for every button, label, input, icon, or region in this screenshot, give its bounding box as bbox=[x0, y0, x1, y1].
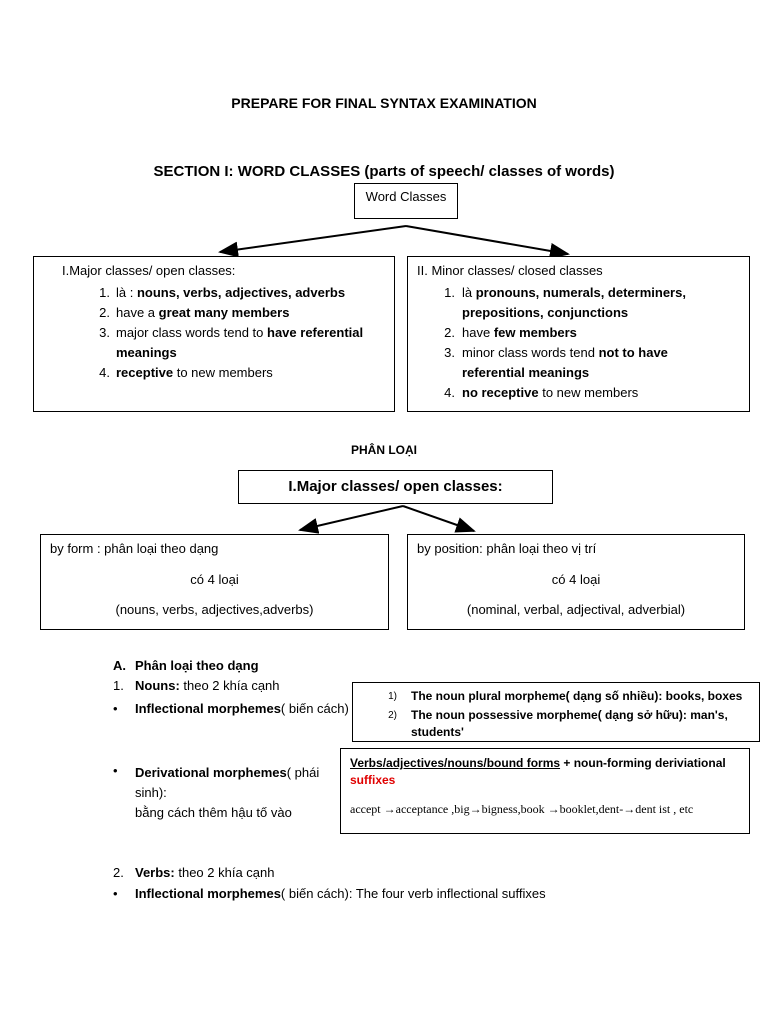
minor-classes-title: II. Minor classes/ closed classes bbox=[417, 263, 603, 278]
list-item: 1.là pronouns, numerals, determiners, bbox=[444, 285, 686, 300]
list-item: 1)The noun plural morpheme( dạng số nhiề… bbox=[388, 689, 743, 703]
major-classes-list: 1.là : nouns, verbs, adjectives, adverbs… bbox=[62, 283, 394, 383]
by-form-count: có 4 loại bbox=[190, 572, 239, 587]
list-item: prepositions, conjunctions bbox=[462, 305, 629, 320]
noun-inflection-box: 1)The noun plural morpheme( dạng số nhiề… bbox=[352, 682, 760, 742]
minor-classes-list: 1.là pronouns, numerals, determiners, pr… bbox=[417, 283, 749, 403]
nouns-line: Nouns: theo 2 khía cạnh bbox=[135, 678, 280, 693]
deriv-suffixes: suffixes bbox=[350, 773, 396, 787]
major-open-classes-box: I.Major classes/ open classes: bbox=[238, 470, 553, 504]
by-form-title: by form : phân loại theo dạng bbox=[50, 541, 219, 556]
minor-classes-box: II. Minor classes/ closed classes 1.là p… bbox=[407, 256, 750, 412]
by-form-types: (nouns, verbs, adjectives,adverbs) bbox=[115, 602, 314, 617]
bullet-icon: • bbox=[113, 763, 118, 778]
major-classes-box: I.Major classes/ open classes: 1.là : no… bbox=[33, 256, 395, 412]
verbs-num: 2. bbox=[113, 865, 124, 880]
part-a-label: A. bbox=[113, 658, 126, 673]
verb-inflectional-line: Inflectional morphemes( biến cách): The … bbox=[135, 886, 546, 901]
derivational-block: Derivational morphemes( phái sinh): bằng… bbox=[135, 765, 320, 820]
deriv-examples: accept →acceptance ,big→bigness,book →bo… bbox=[350, 802, 694, 816]
list-item: 3.minor class words tend not to have bbox=[444, 345, 668, 360]
by-position-box: by position: phân loại theo vị trí có 4 … bbox=[407, 534, 745, 630]
by-form-box: by form : phân loại theo dạng có 4 loại … bbox=[40, 534, 389, 630]
by-position-count: có 4 loại bbox=[551, 572, 601, 587]
list-item: 4.receptive to new members bbox=[99, 365, 273, 380]
by-position-title: by position: phân loại theo vị trí bbox=[417, 541, 597, 556]
tree-arrows-2 bbox=[298, 505, 476, 534]
list-item: 2)The noun possessive morpheme( dạng sở … bbox=[388, 708, 728, 722]
list-item: referential meanings bbox=[462, 365, 590, 380]
derivational-box: Verbs/adjectives/nouns/bound forms + nou… bbox=[340, 748, 750, 834]
bullet-icon: • bbox=[113, 701, 118, 716]
section-heading: SECTION I: WORD CLASSES (parts of speech… bbox=[153, 163, 615, 180]
list-item: 1.là : nouns, verbs, adjectives, adverbs bbox=[99, 285, 346, 300]
classification-heading: PHÂN LOẠI bbox=[351, 443, 417, 457]
list-item: 3.major class words tend to have referen… bbox=[99, 325, 364, 340]
verbs-line: Verbs: theo 2 khía cạnh bbox=[135, 865, 275, 880]
list-item: 4.no receptive to new members bbox=[444, 385, 639, 400]
major-classes-title: I.Major classes/ open classes: bbox=[62, 263, 236, 278]
major-open-classes-label: I.Major classes/ open classes: bbox=[288, 478, 503, 495]
list-item: students' bbox=[411, 725, 464, 739]
nouns-num: 1. bbox=[113, 678, 124, 693]
list-item: 2.have few members bbox=[444, 325, 577, 340]
bullet-icon: • bbox=[113, 886, 118, 901]
list-item: meanings bbox=[116, 345, 177, 360]
by-position-types: (nominal, verbal, adjectival, adverbial) bbox=[466, 602, 686, 617]
tree-arrows-1 bbox=[218, 225, 570, 259]
deriv-rule: Verbs/adjectives/nouns/bound forms + nou… bbox=[350, 756, 726, 770]
word-classes-label: Word Classes bbox=[365, 189, 447, 204]
part-a-heading: Phân loại theo dạng bbox=[135, 658, 259, 673]
page-title: PREPARE FOR FINAL SYNTAX EXAMINATION bbox=[231, 95, 537, 111]
noun-inflectional-line: Inflectional morphemes( biến cách) bbox=[135, 701, 349, 716]
list-item: 2.have a great many members bbox=[99, 305, 290, 320]
word-classes-box: Word Classes bbox=[354, 183, 458, 219]
